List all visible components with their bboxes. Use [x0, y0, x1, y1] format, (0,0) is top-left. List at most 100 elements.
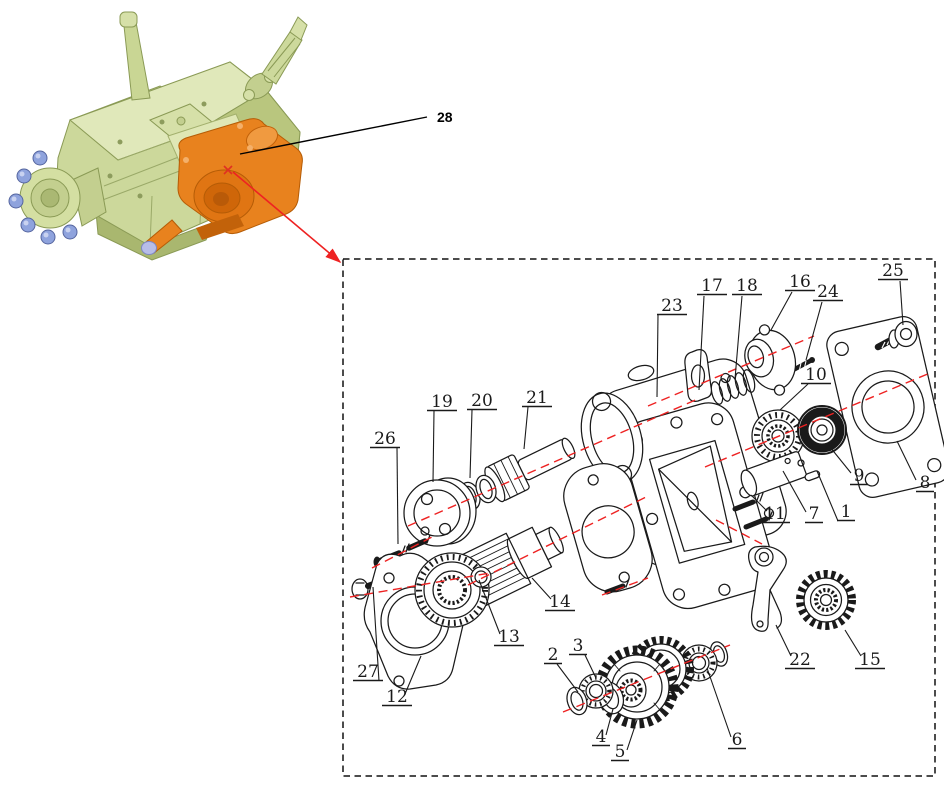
callout-7: 7 [809, 504, 820, 524]
callout-leader [770, 291, 793, 331]
bearing-13 [414, 552, 492, 628]
callout-leader [469, 409, 473, 479]
cover-19 [403, 477, 477, 547]
pin-1 [797, 459, 821, 482]
callout-23: 23 [661, 296, 683, 316]
pump-bolts [183, 123, 253, 163]
callout-6: 6 [732, 730, 743, 750]
gearbox-3d-render [8, 11, 308, 261]
centerlines-layer [349, 335, 931, 713]
shift-lever [123, 21, 151, 101]
centerline [601, 577, 649, 596]
callout-21: 21 [526, 388, 548, 408]
callout-leader [896, 440, 917, 481]
callout-22: 22 [789, 650, 811, 670]
callout-17: 17 [701, 276, 723, 296]
callout-leader [750, 494, 768, 512]
exploded-view-border [342, 258, 936, 777]
callout-leader [698, 295, 705, 391]
centerline [647, 335, 815, 407]
output-shaft-splines [267, 37, 301, 78]
top-cover-boss [176, 116, 186, 126]
output-shaft [261, 31, 303, 85]
centerline [467, 494, 651, 586]
callout-leader [396, 447, 399, 545]
centerline [407, 397, 701, 527]
callout-leader [734, 295, 743, 380]
spring-18 [710, 369, 756, 405]
centerline [715, 519, 763, 545]
plate-17 [684, 349, 713, 402]
centerline [349, 572, 491, 598]
callout-25: 25 [882, 261, 904, 281]
output-shaft-tip [289, 16, 308, 41]
gear-cluster [566, 636, 729, 729]
callout-19: 19 [431, 392, 453, 412]
callout-leader [372, 586, 380, 682]
centerline [371, 535, 435, 569]
oil-seal-9 [797, 405, 847, 455]
callout-leader [779, 383, 809, 411]
pump-hub [213, 192, 229, 206]
callout-2: 2 [548, 645, 559, 665]
screws-11 [732, 492, 773, 530]
shift-fork-22 [748, 545, 787, 632]
callout-leader [404, 655, 422, 695]
highlight-red-arrow [232, 171, 342, 264]
screw-24 [792, 357, 815, 373]
callout-3: 3 [573, 636, 584, 656]
ring-2 [566, 686, 588, 716]
callout-leader [706, 667, 732, 738]
callout-leader [523, 406, 529, 450]
pump-highlight-number: 28 [437, 109, 453, 125]
yoke-knuckle [243, 89, 255, 101]
callout-leader [584, 654, 597, 679]
callout-4: 4 [596, 727, 607, 747]
centerline [562, 644, 731, 713]
callout-leader [844, 629, 862, 657]
callout-leader [605, 708, 614, 736]
shaft-21 [484, 437, 576, 503]
callout-14: 14 [549, 592, 571, 612]
housing-screw [604, 578, 630, 595]
gasket-lower [563, 463, 653, 593]
blue-flange-bolts [8, 150, 78, 245]
callout-20: 20 [471, 391, 493, 411]
exploded-view-drawing [351, 315, 944, 729]
centerline [704, 372, 931, 468]
callout-leader [656, 314, 659, 398]
callout-9: 9 [854, 466, 865, 486]
callout-11: 11 [764, 504, 786, 524]
callout-leader [775, 624, 792, 657]
callout-26: 26 [374, 429, 396, 449]
callout-leader [626, 719, 638, 751]
callout-leader [805, 301, 823, 361]
end-flange [826, 315, 944, 499]
callout-15: 15 [859, 650, 881, 670]
callout-16: 16 [789, 272, 811, 292]
pump-shaft-tip [141, 241, 157, 255]
pump-foot [196, 214, 244, 240]
gearbox-ribs [91, 131, 239, 247]
callout-leader [816, 470, 839, 522]
callout-leader [556, 663, 579, 693]
callout-leader [899, 280, 904, 326]
callout-leader [782, 470, 807, 513]
gear-15 [796, 570, 856, 630]
sleeve-7 [740, 451, 807, 497]
input-flange-hub [40, 188, 60, 208]
callout-27: 27 [357, 662, 379, 682]
bolt-25 [874, 320, 918, 351]
pump-target-mark [223, 165, 233, 175]
callout-5: 5 [615, 742, 626, 762]
highlight-black-line [239, 116, 428, 155]
highlight-layer [232, 116, 428, 264]
callout-12: 12 [386, 687, 408, 707]
callout-10: 10 [805, 365, 827, 385]
callout-leader [531, 577, 552, 600]
housing-ear [627, 364, 655, 382]
input-flange-neck [71, 167, 107, 227]
